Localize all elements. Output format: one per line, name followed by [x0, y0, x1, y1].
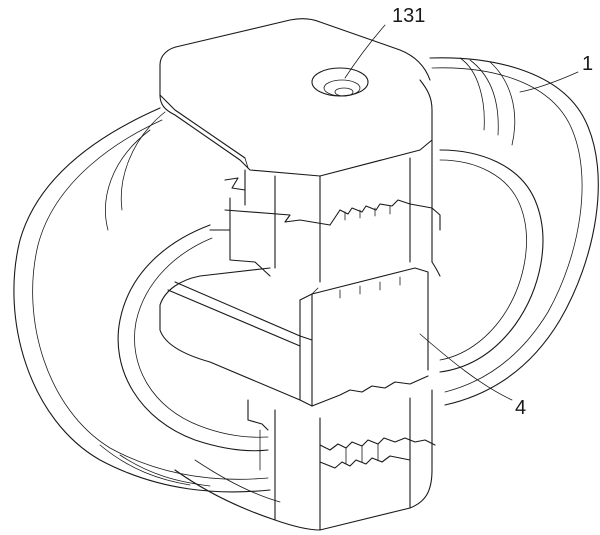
outer-ring	[13, 57, 599, 493]
label-1: 1	[582, 53, 593, 75]
lower-body	[174, 389, 436, 531]
upper-body	[224, 139, 441, 231]
leader-lines	[344, 24, 579, 401]
label-131: 131	[392, 5, 425, 27]
leader-4	[419, 333, 513, 401]
leader-131	[344, 24, 386, 79]
middle-band	[209, 197, 441, 283]
leader-1	[519, 71, 579, 93]
block-part	[159, 267, 429, 407]
top-cap	[159, 18, 433, 183]
bolt-hole	[311, 67, 369, 97]
label-4: 4	[515, 397, 526, 419]
